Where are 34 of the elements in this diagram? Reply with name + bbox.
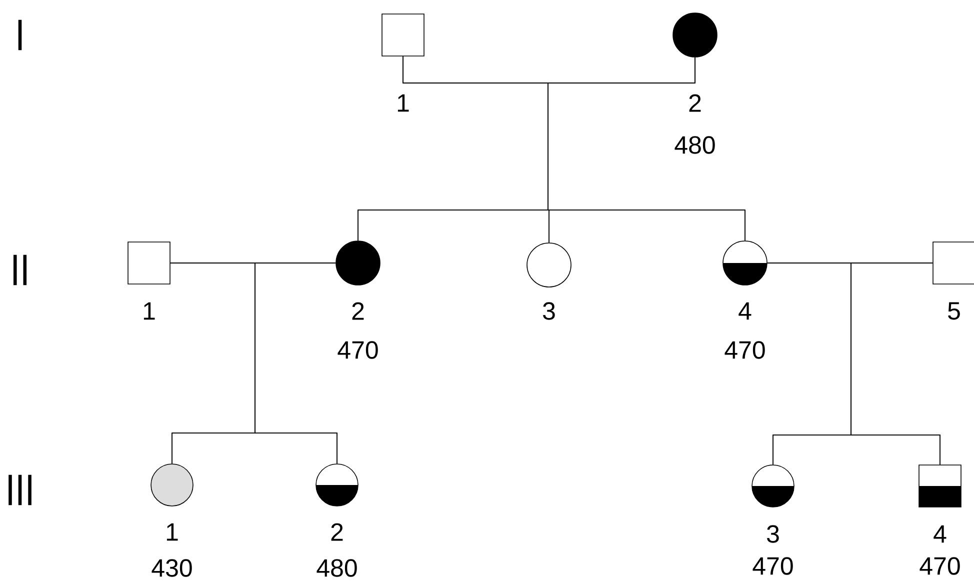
female-circle bbox=[150, 464, 194, 506]
value-label: 480 bbox=[316, 559, 357, 577]
descent-line bbox=[254, 262, 338, 464]
individual-number: 3 bbox=[543, 302, 555, 320]
male-square bbox=[128, 242, 170, 284]
value-label: 470 bbox=[338, 341, 378, 359]
individual-number: 1 bbox=[166, 523, 178, 541]
female-circle bbox=[526, 242, 572, 288]
individual-number: 5 bbox=[948, 302, 960, 320]
male-square bbox=[382, 14, 424, 56]
individual-number: 2 bbox=[352, 302, 364, 320]
individual-number: 2 bbox=[331, 523, 343, 541]
value-label: 470 bbox=[920, 557, 960, 575]
value-label: 470 bbox=[724, 341, 765, 359]
individual-number: 3 bbox=[767, 525, 779, 543]
female-circle bbox=[316, 464, 358, 506]
female-circle bbox=[672, 12, 718, 58]
descent-line bbox=[548, 57, 746, 241]
male-square bbox=[918, 464, 962, 508]
individual-number: 1 bbox=[398, 94, 409, 112]
generation-numeral: III bbox=[8, 474, 32, 506]
value-label: 470 bbox=[752, 557, 793, 575]
generation-numeral: I bbox=[18, 20, 22, 50]
individual-number: 1 bbox=[144, 302, 155, 320]
descent-line bbox=[850, 262, 940, 465]
individual-number: 4 bbox=[934, 525, 946, 543]
generation-numeral: II bbox=[13, 254, 27, 286]
female-circle bbox=[722, 240, 768, 286]
value-label: 480 bbox=[674, 136, 715, 154]
value-label: 430 bbox=[152, 559, 192, 577]
female-circle bbox=[336, 240, 380, 286]
individual-number: 2 bbox=[689, 94, 701, 112]
individual-number: 4 bbox=[738, 302, 752, 320]
female-circle bbox=[752, 464, 794, 508]
